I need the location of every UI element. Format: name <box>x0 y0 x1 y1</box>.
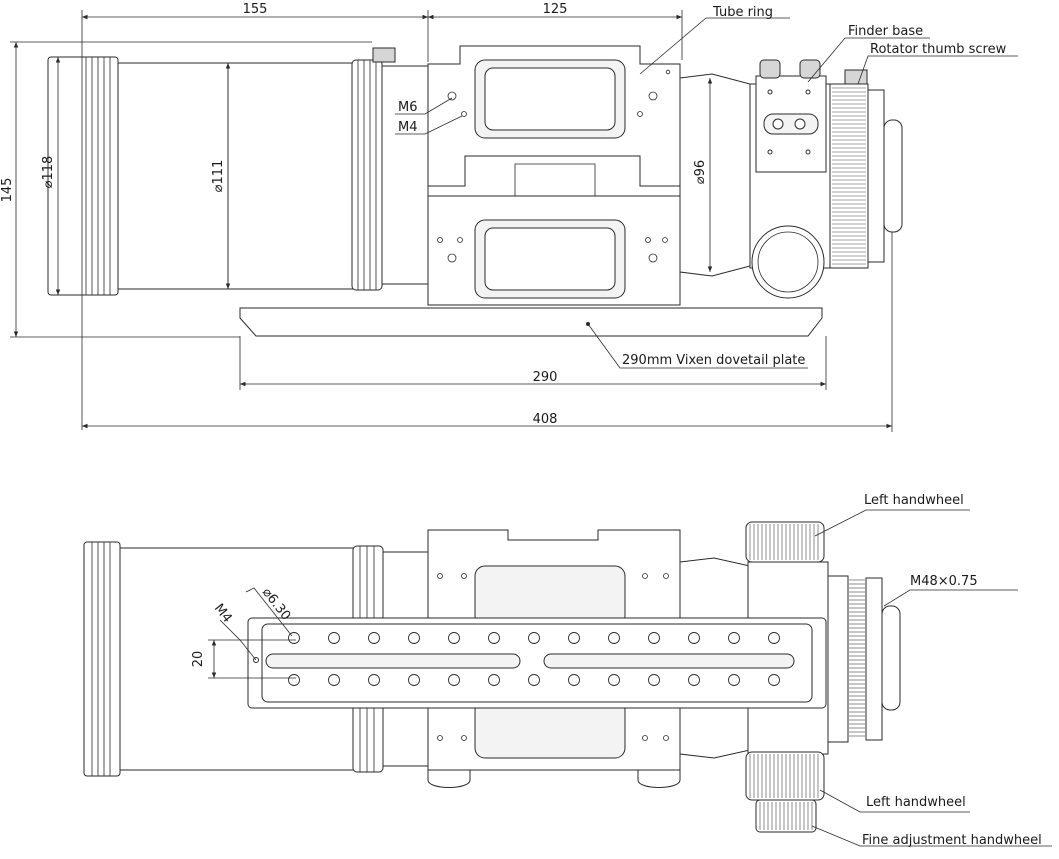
dim-145: 145 <box>0 178 15 203</box>
dim-111: ⌀111 <box>211 160 226 193</box>
main-tube <box>117 62 354 290</box>
fine-adjustment-handwheel <box>755 799 817 833</box>
label-fine-adjustment-handwheel: Fine adjustment handwheel <box>862 833 1042 848</box>
rotator-ring <box>829 69 903 269</box>
dim-290: 290 <box>533 370 558 385</box>
top-view: 155 125 145 ⌀118 ⌀111 ⌀96 290 408 Tube r… <box>0 2 1018 432</box>
bottom-dimensions <box>208 509 1052 847</box>
dim-20: 20 <box>191 651 206 668</box>
bottom-view: 20 ⌀6.30 M4 Left handwheel M48×0.75 Left… <box>83 493 1052 848</box>
dim-155: 155 <box>243 2 268 17</box>
focus-knob <box>751 225 825 299</box>
label-rotator-thumb-screw: Rotator thumb screw <box>870 42 1007 57</box>
label-left-handwheel-bottom: Left handwheel <box>866 795 966 810</box>
label-m4: M4 <box>398 120 418 135</box>
label-tube-ring: Tube ring <box>712 5 773 20</box>
label-dovetail-plate: 290mm Vixen dovetail plate <box>622 353 805 368</box>
top-dimensions <box>10 10 1018 432</box>
tube-ring <box>427 45 681 306</box>
dew-shield-bottom <box>83 541 121 777</box>
dim-96: ⌀96 <box>693 160 708 184</box>
left-handwheel-top <box>745 521 825 563</box>
focuser-drawtube <box>679 73 751 277</box>
label-finder-base: Finder base <box>848 24 923 39</box>
label-left-handwheel-top: Left handwheel <box>864 493 964 508</box>
tube-collar <box>351 59 383 291</box>
dew-shield-rings <box>85 57 111 295</box>
finder-base <box>755 59 827 173</box>
dew-shield <box>47 56 119 296</box>
label-m48: M48×0.75 <box>910 574 978 589</box>
dovetail-plate <box>239 307 823 337</box>
dim-118: ⌀118 <box>41 156 56 189</box>
tube-thumb-screw <box>372 47 396 63</box>
dim-408: 408 <box>533 412 558 427</box>
dim-125: 125 <box>543 2 568 17</box>
label-m6: M6 <box>398 100 418 115</box>
